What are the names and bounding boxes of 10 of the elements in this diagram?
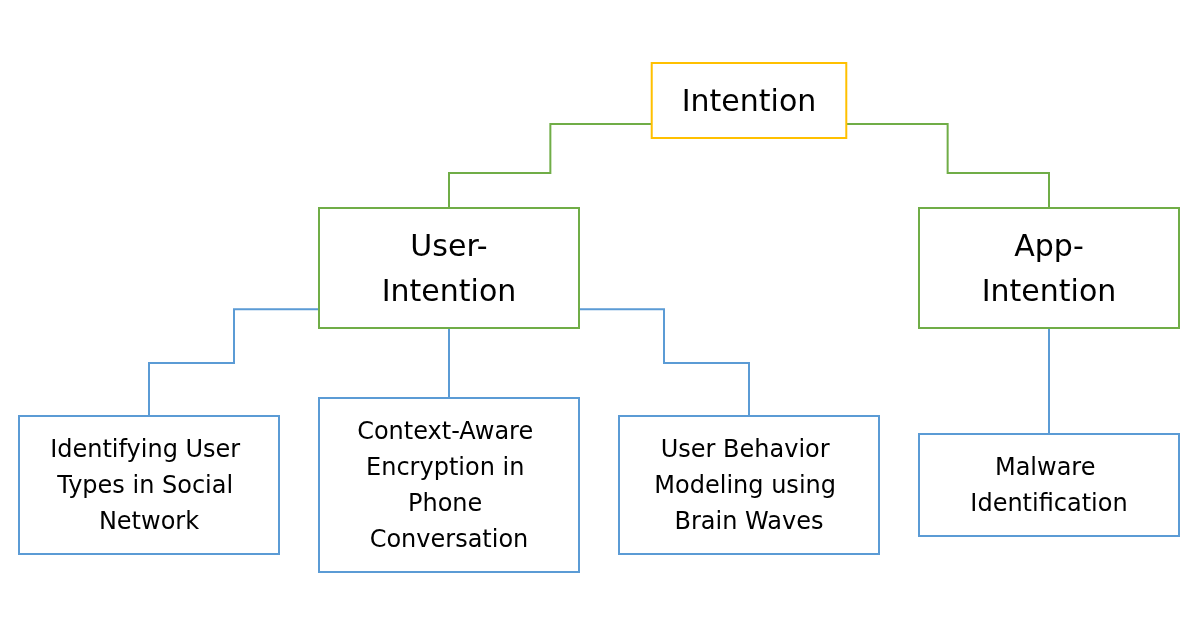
- node-box: Malware Identification: [918, 433, 1180, 537]
- node-box: User-Intention: [318, 207, 580, 329]
- node-box: Identifying User Types in Social Network: [18, 415, 280, 555]
- connector: [448, 327, 450, 399]
- node-box: User Behavior Modeling using Brain Waves: [618, 415, 880, 555]
- connector: [148, 308, 320, 417]
- node-box: App-Intention: [918, 207, 1180, 329]
- node-box: Context-Aware Encryption in Phone Conversation: [318, 397, 580, 573]
- connector: [1048, 327, 1050, 435]
- node-box: Intention: [650, 62, 848, 139]
